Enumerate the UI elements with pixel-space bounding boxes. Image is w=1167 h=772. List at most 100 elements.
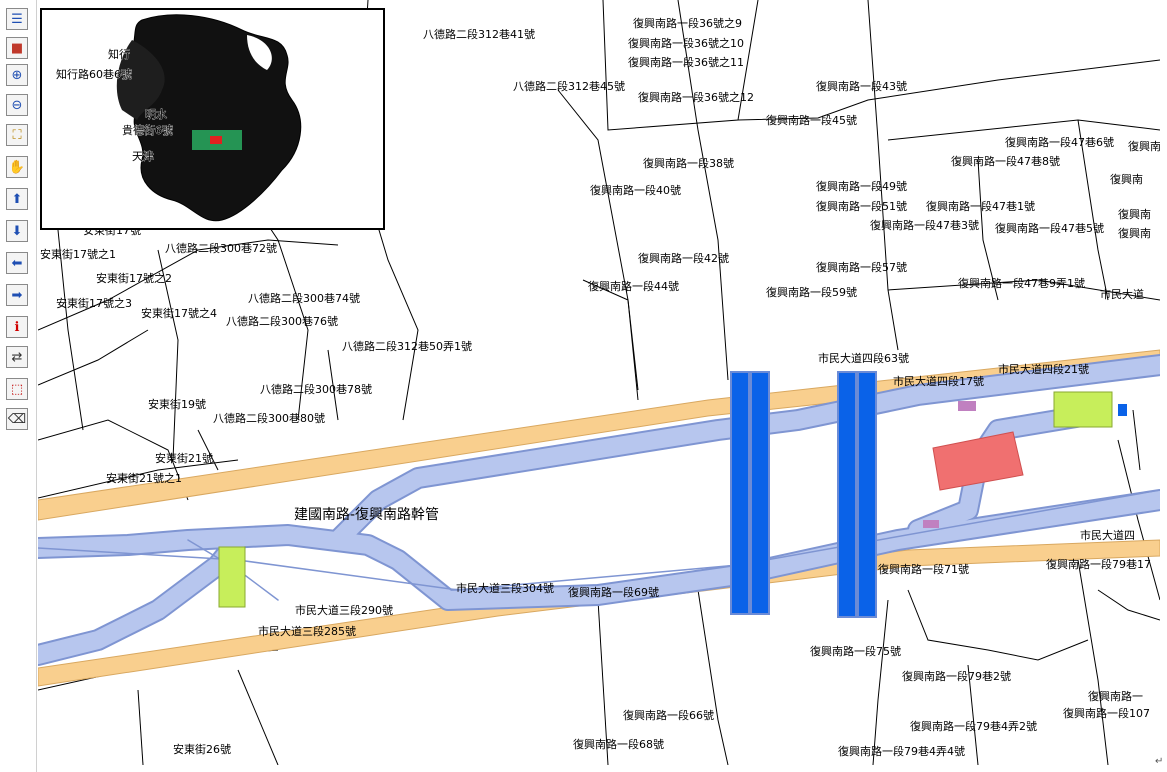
address-label: 復興南路一段47巷1號 bbox=[926, 199, 1035, 213]
station-box-2[interactable] bbox=[750, 371, 770, 615]
overview-label: 天津 bbox=[132, 150, 154, 163]
address-label: 復興南路一段47巷6號 bbox=[1005, 135, 1114, 149]
address-label: 復興南路一段75號 bbox=[810, 644, 901, 658]
address-label: 復興南路一段38號 bbox=[643, 156, 734, 170]
green-block-left[interactable] bbox=[218, 546, 246, 608]
zoom-out-icon[interactable]: ⊖ bbox=[6, 94, 28, 116]
full-extent-icon[interactable]: ⛶ bbox=[6, 124, 28, 146]
pan-right-icon[interactable]: ➡ bbox=[6, 284, 28, 306]
address-label: 八德路二段300巷72號 bbox=[165, 241, 277, 255]
address-label: 復興南路一段47巷3號 bbox=[870, 218, 979, 232]
address-label: 安東街17號之4 bbox=[141, 306, 217, 320]
red-zone[interactable] bbox=[932, 431, 1024, 491]
address-label: 安東街17號之2 bbox=[96, 271, 172, 285]
select-box-icon[interactable]: ⬚ bbox=[6, 378, 28, 400]
purple-marker-2[interactable] bbox=[923, 520, 939, 528]
address-label: 八德路二段300巷74號 bbox=[248, 291, 360, 305]
address-label: 安東街19號 bbox=[148, 397, 206, 411]
address-label: 市民大道三段290號 bbox=[295, 603, 393, 617]
purple-marker-1[interactable] bbox=[958, 401, 976, 411]
overview-label: 明水 bbox=[145, 108, 167, 121]
address-label: 復興南路一段49號 bbox=[816, 179, 907, 193]
zoom-in-icon[interactable]: ⊕ bbox=[6, 64, 28, 86]
address-label: 復興南 bbox=[1110, 173, 1143, 186]
map-features bbox=[218, 371, 1127, 618]
address-label: 八德路二段300巷76號 bbox=[226, 314, 338, 328]
address-label: 復興南路一段47巷5號 bbox=[995, 221, 1104, 235]
address-label: 八德路二段312巷50弄1號 bbox=[342, 339, 472, 353]
address-label: 八德路二段300巷78號 bbox=[260, 382, 372, 396]
measure-icon[interactable]: ⇄ bbox=[6, 346, 28, 368]
address-label: 復興南路一段36號之9 bbox=[633, 16, 742, 30]
address-label: 復興南路一段69號 bbox=[568, 585, 659, 599]
pan-down-icon[interactable]: ⬇ bbox=[6, 220, 28, 242]
overview-label: 知行路60巷6號 bbox=[56, 67, 132, 81]
pipeline-network bbox=[38, 354, 1160, 666]
station-box-4[interactable] bbox=[857, 371, 877, 618]
address-label: 復興南路一段36號之11 bbox=[628, 55, 744, 69]
white-patch bbox=[247, 35, 272, 70]
address-label: 復興南路一段66號 bbox=[623, 708, 714, 722]
overview-label: 貴德街6號 bbox=[122, 123, 173, 137]
identify-info-icon[interactable]: ℹ bbox=[6, 316, 28, 338]
address-label: 復興南路一段36號之12 bbox=[638, 90, 754, 104]
address-label: 復興南路一段79巷2號 bbox=[902, 669, 1011, 683]
address-label: 復興南路一段43號 bbox=[816, 79, 907, 93]
address-label: 復興南 bbox=[1118, 208, 1151, 221]
address-label: 復興南路一段57號 bbox=[816, 260, 907, 274]
address-label: 復興南路一段107 bbox=[1063, 706, 1150, 720]
parcel-boundaries bbox=[38, 0, 1160, 765]
address-label: 復興南路一段47巷9弄1號 bbox=[958, 276, 1085, 290]
pan-up-icon[interactable]: ⬆ bbox=[6, 188, 28, 210]
address-label: 安東街17號之1 bbox=[40, 247, 116, 261]
station-box-3[interactable] bbox=[837, 371, 857, 618]
address-label: 復興南路一段79巷4弄2號 bbox=[910, 719, 1037, 733]
address-label: 安東街21號 bbox=[155, 451, 213, 465]
address-label: 市民大道三段285號 bbox=[258, 624, 356, 638]
address-label: 復興南 bbox=[1118, 227, 1151, 240]
current-extent-core bbox=[210, 136, 222, 144]
blue-marker[interactable] bbox=[1118, 404, 1127, 416]
address-label: 市民大道四段63號 bbox=[818, 351, 909, 365]
overview-map[interactable]: 知行知行路60巷6號明水貴德街6號天津 bbox=[40, 8, 385, 230]
page-mark: ↵ bbox=[1155, 756, 1164, 767]
map-canvas[interactable]: 八德路二段312巷41號 復興南路一段36號之9 復興南路一段36號之10 復興南路一… bbox=[38, 0, 1160, 765]
address-label: 復興南路一段59號 bbox=[766, 285, 857, 299]
address-label: 復興南路一段40號 bbox=[590, 183, 681, 197]
address-label: 復興南路一段79巷4弄4號 bbox=[838, 744, 965, 758]
address-label: 復興南路一段44號 bbox=[588, 279, 679, 293]
overview-label: 知行 bbox=[108, 47, 130, 61]
address-label: 復興南路一段45號 bbox=[766, 113, 857, 127]
address-label: 八德路二段312巷41號 bbox=[423, 27, 535, 41]
address-label: 市民大道四 bbox=[1080, 528, 1135, 542]
address-label: 復興南路一段79巷17 bbox=[1046, 557, 1151, 571]
address-labels: 八德路二段312巷41號 復興南路一段36號之9 復興南路一段36號之10 復興南路一… bbox=[40, 16, 1160, 758]
address-label: 復興南路一 bbox=[1088, 690, 1143, 703]
eraser-icon[interactable]: ⌫ bbox=[6, 408, 28, 430]
map-svg: 八德路二段312巷41號 復興南路一段36號之9 復興南路一段36號之10 復興南路一… bbox=[38, 0, 1160, 765]
green-block-right[interactable] bbox=[1053, 391, 1113, 428]
address-label: 復興南路一段68號 bbox=[573, 737, 664, 751]
station-box-1[interactable] bbox=[730, 371, 750, 615]
pipeline-label: 建國南路-復興南路幹管 bbox=[294, 506, 439, 523]
pan-left-icon[interactable]: ⬅ bbox=[6, 252, 28, 274]
address-label: 復興南 bbox=[1128, 140, 1160, 153]
address-label: 復興南路一段71號 bbox=[878, 562, 969, 576]
legend-icon[interactable]: ■ bbox=[6, 37, 28, 59]
address-label: 市民大道四段17號 bbox=[893, 374, 984, 388]
address-label: 安東街17號之3 bbox=[56, 296, 132, 310]
layer-list-icon[interactable]: ☰ bbox=[6, 8, 28, 30]
address-label: 市民大道四段21號 bbox=[998, 362, 1089, 376]
address-label: 復興南路一段42號 bbox=[638, 251, 729, 265]
address-label: 市民大道 bbox=[1100, 287, 1144, 301]
city-lobe bbox=[116, 40, 165, 120]
address-label: 復興南路一段51號 bbox=[816, 199, 907, 213]
address-label: 復興南路一段36號之10 bbox=[628, 36, 744, 50]
pan-hand-icon[interactable]: ✋ bbox=[6, 156, 28, 178]
address-label: 八德路二段300巷80號 bbox=[213, 411, 325, 425]
map-toolbar: ☰ ■ ⊕ ⊖ ⛶ ✋ ⬆ ⬇ ⬅ ➡ ℹ ⇄ ⬚ ⌫ bbox=[0, 0, 37, 772]
address-label: 安東街21號之1 bbox=[106, 471, 182, 485]
address-label: 市民大道三段304號 bbox=[456, 581, 554, 595]
